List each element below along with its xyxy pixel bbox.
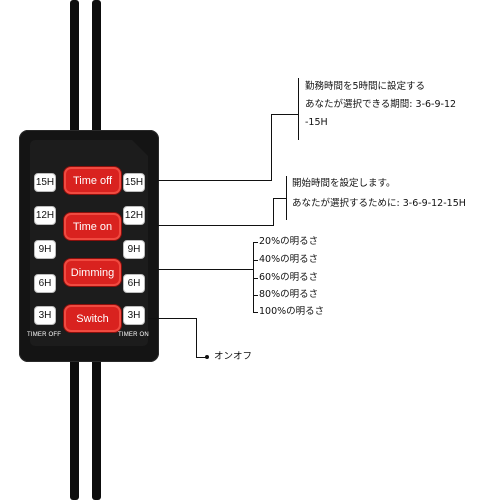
timer-on-15h-button[interactable]: 15H xyxy=(123,173,145,192)
switch-leader-dot xyxy=(205,355,209,359)
dimming-level-20: 20%の明るさ xyxy=(259,236,319,247)
switch-button[interactable]: Switch xyxy=(64,305,121,332)
time-on-desc-2: あなたが選択するために: 3-6-9-12-15H xyxy=(292,198,466,209)
dimming-level-80: 80%の明るさ xyxy=(259,289,319,300)
dimming-bracket xyxy=(253,242,254,313)
dimming-level-40: 40%の明るさ xyxy=(259,254,319,265)
switch-leader-h2 xyxy=(196,357,206,358)
dimming-tick-4 xyxy=(253,295,258,296)
time-on-leader-h xyxy=(158,225,273,226)
dimming-level-100: 100%の明るさ xyxy=(259,306,325,317)
time-on-button[interactable]: Time on xyxy=(64,213,121,240)
timer-on-6h-button[interactable]: 6H xyxy=(123,274,145,293)
time-on-desc-1: 開始時間を設定します。 xyxy=(292,178,396,189)
switch-leader-v xyxy=(196,318,197,357)
time-on-leader-v xyxy=(273,198,274,226)
timer-on-12h-button[interactable]: 12H xyxy=(123,206,145,225)
time-off-leader-h xyxy=(158,180,271,181)
timer-off-15h-button[interactable]: 15H xyxy=(34,173,56,192)
timer-on-3h-button[interactable]: 3H xyxy=(123,306,145,325)
panel-notch xyxy=(132,140,148,156)
time-off-leader-v xyxy=(271,114,272,181)
time-off-button[interactable]: Time off xyxy=(64,167,121,194)
time-off-bracket xyxy=(298,78,299,140)
dimming-tick-1 xyxy=(253,242,258,243)
dimming-tick-3 xyxy=(253,278,258,279)
timer-off-6h-button[interactable]: 6H xyxy=(34,274,56,293)
timer-on-9h-button[interactable]: 9H xyxy=(123,240,145,259)
time-off-leader-h2 xyxy=(271,114,298,115)
timer-off-9h-button[interactable]: 9H xyxy=(34,240,56,259)
dimming-leader-h xyxy=(158,269,253,270)
timer-off-label: TIMER OFF xyxy=(27,332,62,338)
time-off-desc-1: 勤務時間を5時間に設定する xyxy=(305,81,426,92)
dimming-button[interactable]: Dimming xyxy=(64,259,121,286)
dimming-tick-2 xyxy=(253,260,258,261)
remote-controller: 15H 12H 9H 6H 3H 15H 12H 9H 6H 3H Time o… xyxy=(19,130,159,362)
time-on-bracket xyxy=(286,176,287,220)
time-on-leader-h2 xyxy=(273,198,286,199)
dimming-tick-5 xyxy=(253,312,258,313)
timer-off-12h-button[interactable]: 12H xyxy=(34,206,56,225)
switch-desc: オンオフ xyxy=(214,351,253,362)
time-off-desc-3: -15H xyxy=(305,117,328,128)
switch-leader-h xyxy=(148,318,196,319)
dimming-level-60: 60%の明るさ xyxy=(259,272,319,283)
timer-off-3h-button[interactable]: 3H xyxy=(34,306,56,325)
time-off-desc-2: あなたが選択できる期間: 3-6-9-12 xyxy=(305,99,457,110)
timer-on-label: TIMER ON xyxy=(118,332,149,338)
